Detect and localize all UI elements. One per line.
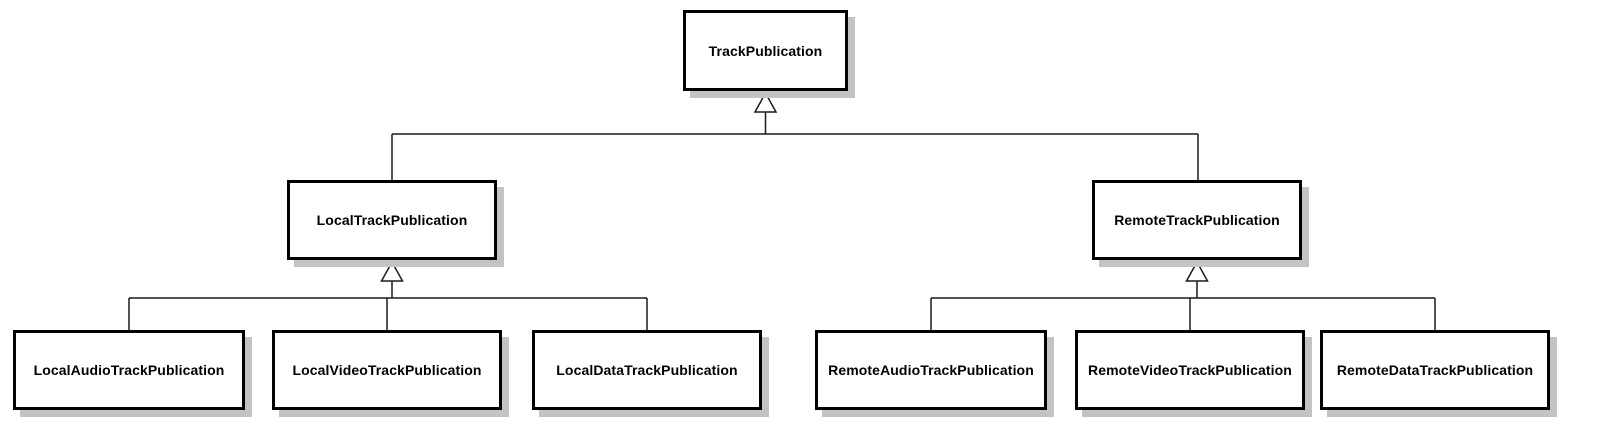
- generalization-arrow-root: [753, 91, 778, 113]
- class-name-label: LocalVideoTrackPublication: [292, 362, 482, 378]
- class-node-localaudiotrackpublication[interactable]: LocalAudioTrackPublication: [13, 330, 245, 410]
- class-name-label: RemoteTrackPublication: [1114, 212, 1280, 228]
- class-name-label: LocalDataTrackPublication: [556, 362, 738, 378]
- class-name-label: RemoteAudioTrackPublication: [828, 362, 1034, 378]
- generalization-arrow-local: [380, 260, 404, 282]
- class-node-remotevideotrackpublication[interactable]: RemoteVideoTrackPublication: [1075, 330, 1305, 410]
- class-node-localdatatrackpublication[interactable]: LocalDataTrackPublication: [532, 330, 762, 410]
- class-node-localvideotrackpublication[interactable]: LocalVideoTrackPublication: [272, 330, 502, 410]
- class-name-label: TrackPublication: [708, 42, 823, 59]
- generalization-arrow-remote: [1185, 260, 1209, 282]
- class-node-trackpublication[interactable]: TrackPublication: [683, 10, 848, 91]
- class-name-label: RemoteDataTrackPublication: [1336, 362, 1534, 378]
- class-node-remotetrackpublication[interactable]: RemoteTrackPublication: [1092, 180, 1302, 260]
- class-name-label: LocalTrackPublication: [316, 212, 468, 228]
- class-node-remotedatatrackpublication[interactable]: RemoteDataTrackPublication: [1320, 330, 1550, 410]
- class-name-label: LocalAudioTrackPublication: [33, 362, 225, 378]
- class-node-localtrackpublication[interactable]: LocalTrackPublication: [287, 180, 497, 260]
- class-name-label: RemoteVideoTrackPublication: [1088, 362, 1292, 378]
- class-node-remoteaudiotrackpublication[interactable]: RemoteAudioTrackPublication: [815, 330, 1047, 410]
